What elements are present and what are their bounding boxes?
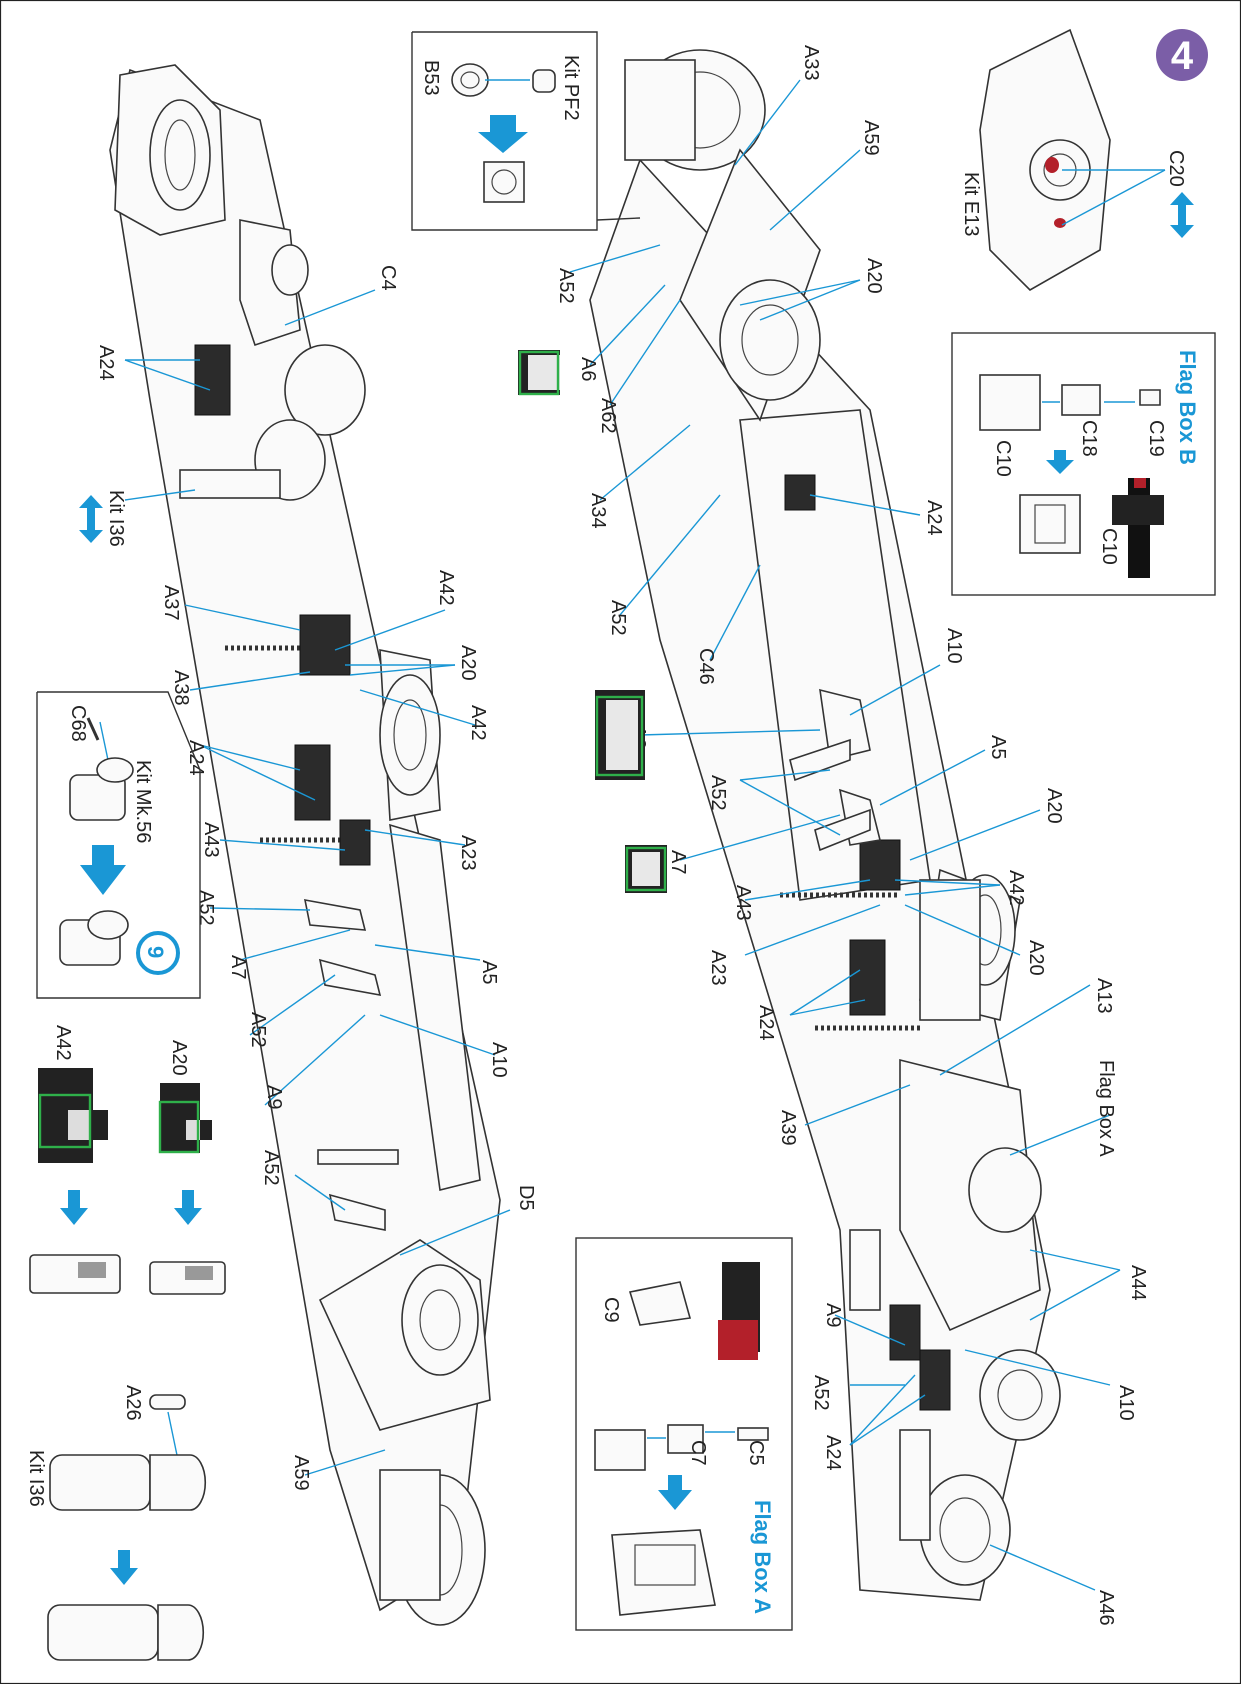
callout-label: A52	[195, 890, 217, 926]
kit-pf2-title: Kit PF2	[560, 55, 582, 121]
callout-label: A52	[260, 1150, 282, 1186]
flag-box-b-title: Flag Box B	[1175, 350, 1200, 465]
kit-i36-label: Kit I36	[25, 1450, 47, 1507]
c5-label: C5	[745, 1440, 767, 1466]
callout-label: A24	[185, 740, 207, 776]
callout-label: A52	[555, 268, 577, 304]
c19-label: C19	[1145, 420, 1167, 457]
callout-label: A59	[860, 120, 882, 156]
b53-label: B53	[420, 60, 442, 96]
ship-hull-upper	[589, 49, 1061, 1601]
kit-mk56-badge: 9	[143, 946, 168, 958]
callout-label: A34	[587, 493, 609, 529]
callout-label: A7	[667, 850, 689, 874]
callout-label: A7	[227, 955, 249, 979]
loose-parts	[79, 350, 667, 893]
callout-label: A20	[457, 645, 479, 681]
flag-box-a-title: Flag Box A	[750, 1500, 775, 1614]
inset-kit-mk56: C68 Kit Mk.56 9	[36, 691, 201, 999]
inset-flag-box-b: Flag Box B C19 C18 C10 C10	[951, 332, 1216, 596]
upper-labels: A33 A59 A52 A20 A6 A62 A34 A24 A52 C46 A…	[555, 45, 1149, 1626]
c20-label: C20	[1165, 150, 1187, 187]
lower-leaders	[124, 289, 511, 1476]
callout-label: A23	[457, 835, 479, 871]
callout-label: A9	[263, 1085, 285, 1109]
callout-label: A52	[247, 1012, 269, 1048]
callout-label: Flag Box A	[1095, 1060, 1117, 1157]
c68-label: C68	[67, 705, 89, 742]
lower-labels: A24 C4 Kit I36 A37 A42 A20 A38 A42 A24 A…	[95, 265, 537, 1491]
callout-label: A24	[923, 500, 945, 536]
a26-label: A26	[122, 1385, 144, 1421]
callout-label: A39	[777, 1110, 799, 1146]
callout-label: A52	[707, 775, 729, 811]
c7-label: C7	[687, 1440, 709, 1466]
callout-label: A33	[800, 45, 822, 81]
callout-label: A10	[488, 1042, 510, 1078]
callout-label: A20	[1043, 788, 1065, 824]
callout-label: A6	[577, 357, 599, 381]
callout-label: A37	[160, 585, 182, 621]
callout-label: A43	[732, 885, 754, 921]
c10-label: C10	[992, 440, 1014, 477]
callout-label: A5	[478, 960, 500, 984]
callout-label: D5	[515, 1185, 537, 1211]
callout-label: A44	[1127, 1265, 1149, 1301]
callout-label: A46	[1095, 1590, 1117, 1626]
a20-label: A20	[168, 1040, 190, 1076]
callout-label: A52	[810, 1375, 832, 1411]
svg-text:4: 4	[1171, 34, 1194, 78]
callout-label: C46	[695, 648, 717, 685]
callout-label: A52	[607, 600, 629, 636]
callout-label: A10	[1115, 1385, 1137, 1421]
callout-label: A59	[290, 1455, 312, 1491]
kit-e13-title: Kit E13	[960, 172, 982, 236]
c9-label: C9	[600, 1297, 622, 1323]
c10-label: C10	[1098, 528, 1120, 565]
a42-label: A42	[52, 1025, 74, 1061]
inset-flag-box-a: Flag Box A C9 C5 C7	[575, 1237, 793, 1631]
callout-label: A42	[1005, 870, 1027, 906]
inset-kit-i36: A26 Kit I36	[25, 1385, 207, 1661]
callout-label: A24	[755, 1005, 777, 1041]
callout-label: A23	[707, 950, 729, 986]
callout-label: A24	[822, 1435, 844, 1471]
inset-kit-e13: C20 Kit E13	[960, 28, 1194, 291]
callout-label: Kit I36	[105, 490, 127, 547]
kit-mk56-title: Kit Mk.56	[132, 760, 154, 843]
callout-label: A20	[863, 258, 885, 294]
c18-label: C18	[1078, 420, 1100, 457]
callout-label: A9	[822, 1303, 844, 1327]
inset-grille-parts: A42 A20	[29, 1025, 226, 1295]
callout-label: C4	[377, 265, 399, 291]
ship-hull-lower	[109, 64, 501, 1626]
callout-label: A38	[170, 670, 192, 706]
callout-label: A10	[943, 628, 965, 664]
callout-label: A20	[1025, 940, 1047, 976]
callout-label: A62	[597, 398, 619, 434]
inset-kit-pf2: Kit PF2 B53	[411, 31, 641, 231]
upper-leaders	[569, 79, 1121, 1591]
callout-label: A13	[1093, 978, 1115, 1014]
step-badge: 4	[1156, 29, 1208, 81]
callout-label: A43	[200, 822, 222, 858]
callout-label: A42	[467, 705, 489, 741]
callout-label: A42	[435, 570, 457, 606]
callout-label: A24	[95, 345, 117, 381]
callout-label: A5	[987, 735, 1009, 759]
